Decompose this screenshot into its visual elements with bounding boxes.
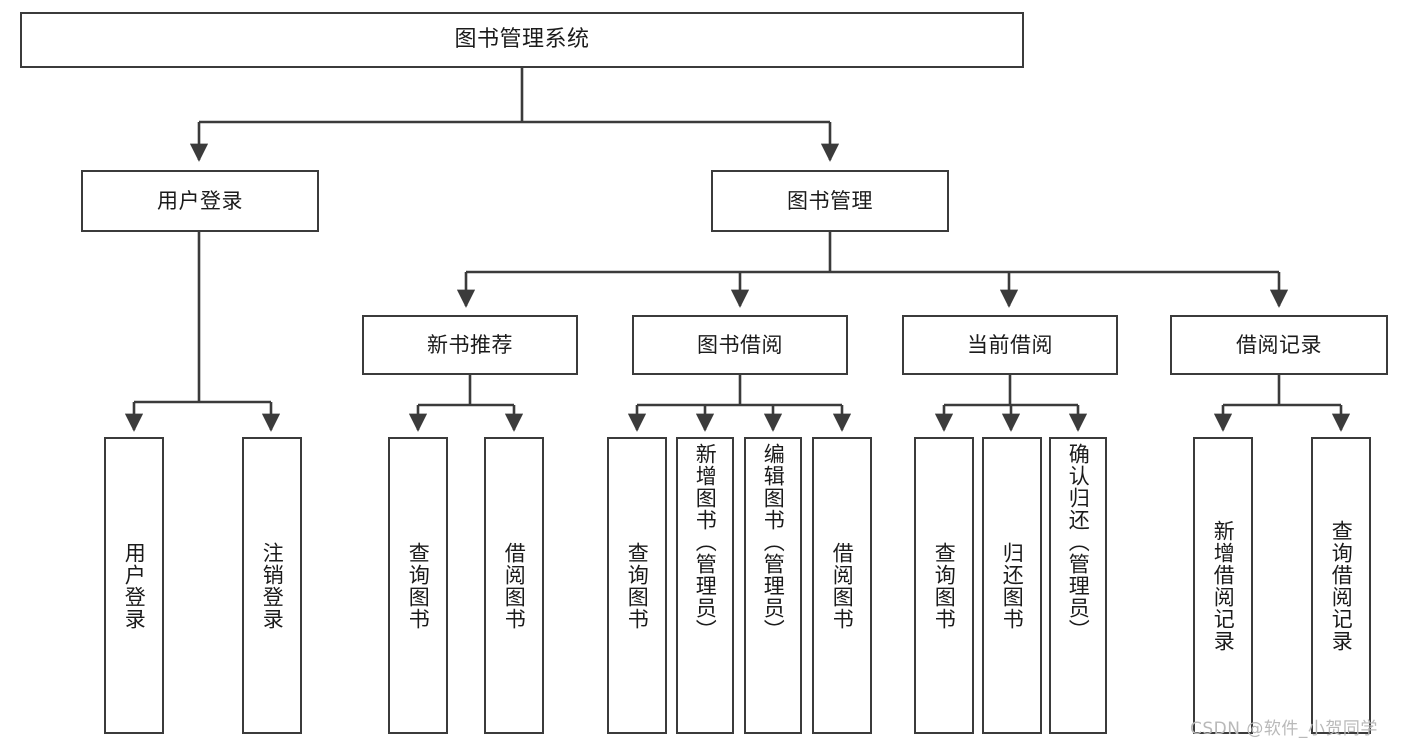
node-user-login[interactable]: 用户登录 [81, 170, 319, 232]
node-current-borrow[interactable]: 当前借阅 [902, 315, 1118, 375]
node-label: 图书管理系统 [454, 27, 590, 53]
node-label: 用户登录 [157, 188, 243, 213]
leaf-current-borrow-query-book[interactable]: 查询图书 [914, 437, 974, 734]
node-label: 新增图书（管理员） [693, 443, 718, 641]
node-label: 用户登录 [122, 541, 147, 630]
node-label: 查询图书 [932, 541, 957, 630]
leaf-book-borrow-borrow-book[interactable]: 借阅图书 [812, 437, 872, 734]
node-label: 新书推荐 [427, 332, 513, 357]
leaf-book-borrow-query-book[interactable]: 查询图书 [607, 437, 667, 734]
leaf-current-borrow-return-book[interactable]: 归还图书 [982, 437, 1042, 734]
node-label: 查询借阅记录 [1329, 519, 1354, 652]
node-label: 借阅图书 [502, 541, 527, 630]
node-label: 借阅图书 [830, 541, 855, 630]
node-book-management[interactable]: 图书管理 [711, 170, 949, 232]
node-label: 注销登录 [260, 541, 285, 630]
node-label: 归还图书 [1000, 541, 1025, 630]
watermark-text: CSDN @软件_小贺同学 [1190, 719, 1378, 739]
node-label: 编辑图书（管理员） [761, 443, 786, 641]
leaf-borrow-record-add-record[interactable]: 新增借阅记录 [1193, 437, 1253, 734]
leaf-current-borrow-confirm-return-admin[interactable]: 确认归还（管理员） [1049, 437, 1107, 734]
node-root-system[interactable]: 图书管理系统 [20, 12, 1024, 68]
node-label: 当前借阅 [967, 332, 1053, 357]
node-borrow-record[interactable]: 借阅记录 [1170, 315, 1388, 375]
node-label: 图书借阅 [697, 332, 783, 357]
node-book-borrow[interactable]: 图书借阅 [632, 315, 848, 375]
node-label: 查询图书 [625, 541, 650, 630]
leaf-user-login-login[interactable]: 用户登录 [104, 437, 164, 734]
leaf-book-borrow-edit-book-admin[interactable]: 编辑图书（管理员） [744, 437, 802, 734]
leaf-book-borrow-add-book-admin[interactable]: 新增图书（管理员） [676, 437, 734, 734]
node-label: 确认归还（管理员） [1066, 443, 1091, 641]
leaf-new-book-borrow-book[interactable]: 借阅图书 [484, 437, 544, 734]
node-label: 图书管理 [787, 188, 873, 213]
node-label: 借阅记录 [1236, 332, 1322, 357]
leaf-user-login-logout[interactable]: 注销登录 [242, 437, 302, 734]
node-label: 新增借阅记录 [1211, 519, 1236, 652]
leaf-new-book-query-book[interactable]: 查询图书 [388, 437, 448, 734]
node-label: 查询图书 [406, 541, 431, 630]
node-new-book-recommend[interactable]: 新书推荐 [362, 315, 578, 375]
leaf-borrow-record-query-record[interactable]: 查询借阅记录 [1311, 437, 1371, 734]
